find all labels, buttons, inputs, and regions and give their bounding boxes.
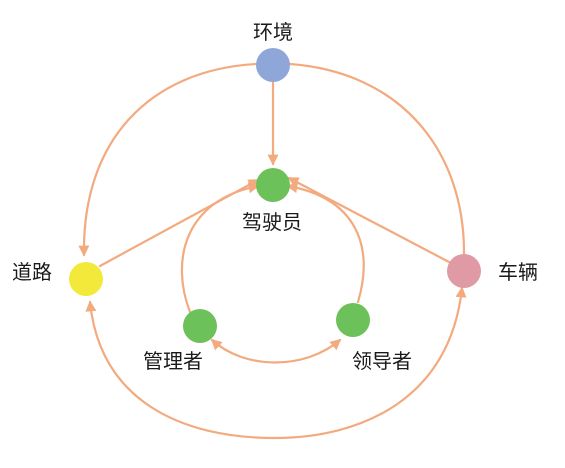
node-leader — [336, 303, 370, 337]
label-leader: 领导者 — [352, 349, 412, 373]
label-road: 道路 — [12, 260, 52, 284]
node-vehicle — [447, 254, 481, 288]
node-environment — [256, 48, 290, 82]
label-environment: 环境 — [253, 20, 293, 44]
node-road — [69, 262, 103, 296]
edge-manager-to-driver — [180, 182, 260, 314]
edge-manager-leader-bottom — [210, 338, 342, 364]
label-vehicle: 车辆 — [498, 260, 538, 284]
node-driver — [256, 168, 290, 202]
edge-environment-to-road — [78, 62, 258, 257]
label-driver: 驾驶员 — [242, 210, 302, 234]
label-manager: 管理者 — [143, 349, 203, 373]
edge-environment-to-vehicle — [288, 62, 466, 257]
node-manager — [183, 309, 217, 343]
edge-leader-to-driver — [286, 182, 365, 304]
edge-vehicle-to-driver — [287, 176, 451, 264]
edge-vehicle-to-road-bottom — [85, 286, 467, 440]
